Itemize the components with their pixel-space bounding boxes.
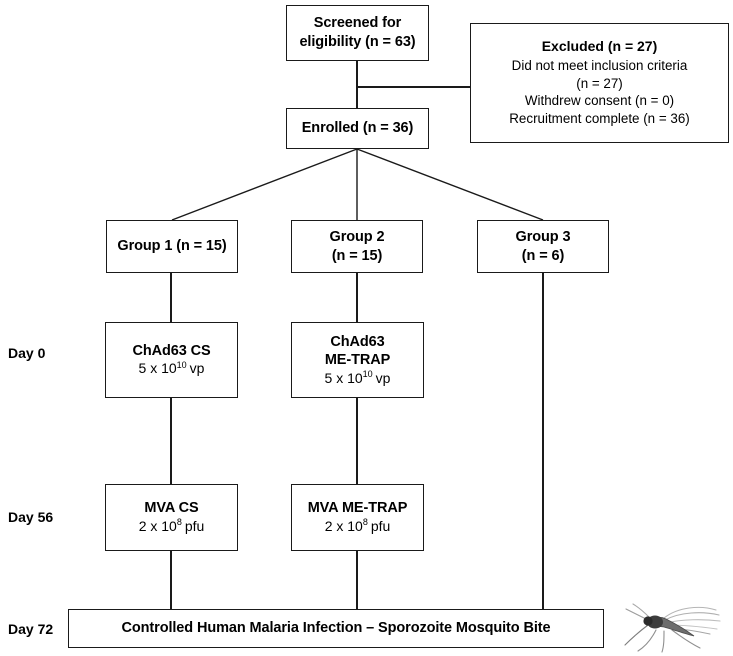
mvacs-dose-prefix: 2 x 10 bbox=[138, 517, 177, 534]
group3-line-1: Group 3 bbox=[515, 228, 571, 245]
screened-line-2: eligibility (n = 63) bbox=[299, 34, 416, 50]
excluded-title: Excluded (n = 27) bbox=[541, 37, 658, 54]
node-group-2: Group 2 (n = 15) bbox=[291, 220, 423, 273]
excluded-line-2: (n = 27) bbox=[576, 75, 623, 91]
chad63metrap-dose-unit: vp bbox=[375, 369, 391, 386]
chad63cs-dose-unit: vp bbox=[189, 360, 205, 377]
mvametrap-line-1: MVA ME-TRAP bbox=[307, 500, 408, 517]
group1-line-1: Group 1 (n = 15) bbox=[117, 238, 227, 255]
node-group-1: Group 1 (n = 15) bbox=[106, 220, 238, 273]
enrolled-line-1: Enrolled (n = 36) bbox=[301, 120, 414, 137]
node-group-3: Group 3 (n = 6) bbox=[477, 220, 609, 273]
node-screened-for-eligibility: Screened for eligibility (n = 63) bbox=[286, 5, 429, 61]
chad63metrap-line-1: ChAd63 bbox=[330, 333, 385, 350]
excluded-line-4: Recruitment complete (n = 36) bbox=[509, 111, 690, 127]
mvametrap-dose-exponent: 8 bbox=[362, 517, 368, 528]
timeline-label-day-56: Day 56 bbox=[8, 509, 54, 525]
edge-enrolled-to-group3 bbox=[356, 148, 544, 221]
group2-line-1: Group 2 bbox=[329, 228, 385, 245]
chad63metrap-dose-prefix: 5 x 10 bbox=[324, 369, 363, 386]
chad63metrap-line-2: ME-TRAP bbox=[324, 352, 391, 369]
node-chmi-banner: Controlled Human Malaria Infection – Spo… bbox=[68, 609, 604, 648]
timeline-label-day-0: Day 0 bbox=[8, 345, 46, 361]
group2-line-2: (n = 15) bbox=[331, 247, 383, 264]
mvacs-dose-exponent: 8 bbox=[176, 517, 182, 528]
node-excluded: Excluded (n = 27) Did not meet inclusion… bbox=[470, 23, 729, 143]
chad63cs-dose-prefix: 5 x 10 bbox=[138, 360, 177, 377]
node-enrolled: Enrolled (n = 36) bbox=[286, 108, 429, 149]
edge-enrolled-to-group1 bbox=[171, 148, 358, 221]
chad63metrap-dose-exponent: 10 bbox=[362, 368, 373, 379]
chad63cs-line-1: ChAd63 CS bbox=[132, 342, 211, 359]
chad63cs-dose-exponent: 10 bbox=[176, 359, 187, 370]
screened-line-1: Screened for bbox=[313, 15, 402, 32]
mvametrap-dose-prefix: 2 x 10 bbox=[324, 517, 363, 534]
group3-line-2: (n = 6) bbox=[521, 247, 565, 264]
chmi-banner-text: Controlled Human Malaria Infection – Spo… bbox=[121, 620, 551, 637]
mvacs-line-1: MVA CS bbox=[144, 500, 199, 517]
mvacs-dose-unit: pfu bbox=[184, 517, 205, 534]
excluded-line-3: Withdrew consent (n = 0) bbox=[524, 93, 675, 109]
timeline-label-day-72: Day 72 bbox=[8, 621, 54, 637]
mosquito-icon bbox=[624, 603, 721, 653]
mvametrap-dose-unit: pfu bbox=[370, 517, 391, 534]
excluded-line-1: Did not meet inclusion criteria bbox=[511, 57, 688, 73]
